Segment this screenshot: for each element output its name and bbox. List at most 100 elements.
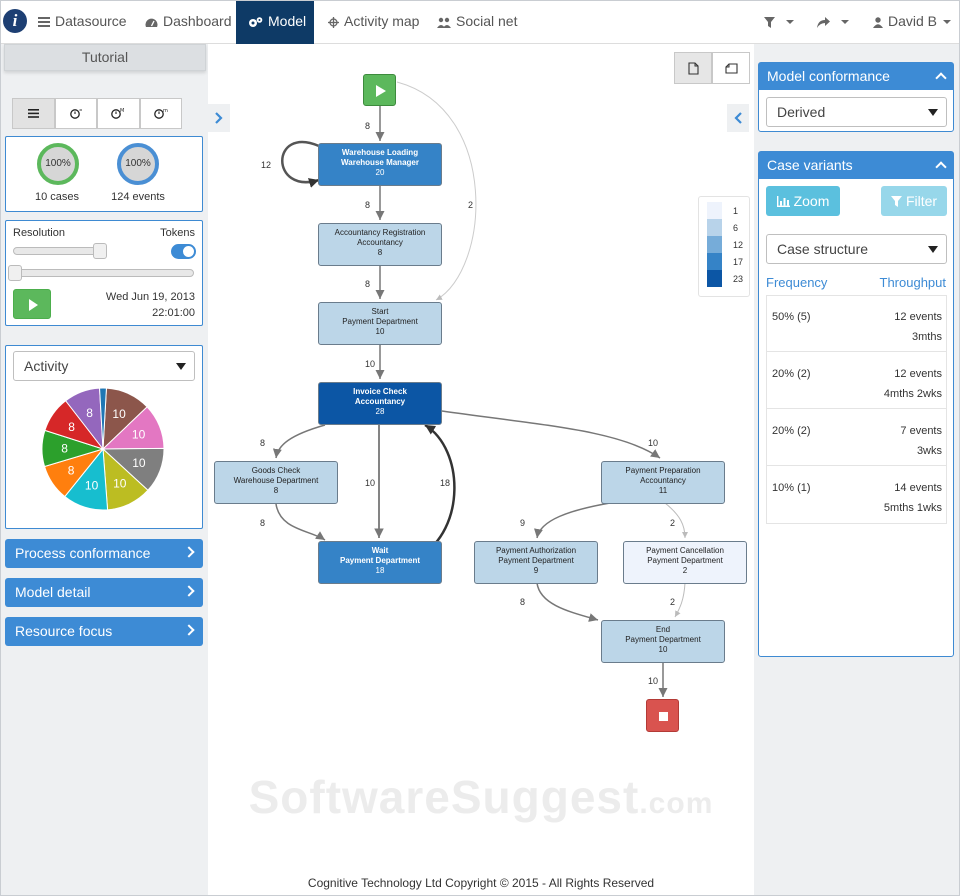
edge-label: 18 — [440, 478, 450, 488]
filter-label: Filter — [905, 193, 938, 209]
activity-select[interactable]: Activity — [13, 351, 195, 381]
case-structure-select[interactable]: Case structure — [766, 234, 947, 264]
tokens-toggle[interactable] — [171, 244, 196, 259]
filter-button[interactable]: Filter — [881, 186, 947, 216]
cases-ring: 100% — [37, 143, 79, 185]
timeline-slider-handle[interactable] — [8, 265, 22, 281]
edge-ic-pp — [441, 410, 661, 459]
play-button[interactable] — [13, 289, 51, 319]
landscape-view-button[interactable] — [712, 52, 750, 84]
variants-list — [766, 295, 947, 524]
nav-model[interactable]: Model — [236, 0, 314, 44]
node-count: 10 — [375, 327, 385, 336]
node-invoice-check[interactable]: Invoice Check Accountancy 28 — [318, 382, 442, 425]
tutorial-button[interactable]: Tutorial — [4, 44, 206, 71]
legend-label: 17 — [733, 257, 744, 267]
node-payment-authorization[interactable]: Payment Authorization Payment Department… — [474, 541, 598, 584]
info-logo-icon[interactable]: i — [3, 9, 27, 33]
filter-dropdown[interactable] — [764, 0, 794, 44]
model-conformance-header[interactable]: Model conformance — [759, 63, 953, 90]
nav-activity-map[interactable]: Activity map — [328, 0, 419, 44]
collapse-right-toggle[interactable] — [727, 104, 749, 132]
pie-label: 10 — [132, 428, 146, 442]
list-view-button[interactable] — [12, 98, 55, 129]
case-variants-header[interactable]: Case variants — [759, 152, 953, 179]
conformance-select[interactable]: Derived — [766, 97, 947, 127]
node-name: Wait — [371, 546, 389, 555]
node-goods-check[interactable]: Goods Check Warehouse Department 8 — [214, 461, 338, 504]
nav-activity-map-label: Activity map — [344, 13, 420, 29]
variant-frequency: 20% (2) — [772, 425, 811, 437]
process-end-node[interactable] — [646, 699, 679, 732]
resolution-label: Resolution — [13, 227, 65, 239]
variant-row[interactable]: 50% (5) 12 events 3mths — [767, 295, 947, 352]
page-view-button[interactable] — [674, 52, 712, 84]
chevron-down-icon — [943, 20, 952, 24]
user-menu[interactable]: David B — [873, 0, 952, 44]
nav-dashboard[interactable]: Dashboard — [145, 0, 232, 44]
dropdown-arrow-icon — [176, 363, 186, 370]
pie-slice[interactable] — [99, 387, 107, 450]
model-detail-button[interactable]: Model detail — [5, 578, 203, 607]
chevron-down-icon — [841, 20, 849, 24]
view-mode-buttons: M m — [12, 98, 182, 129]
node-start[interactable]: Start Payment Department 10 — [318, 302, 442, 345]
legend-swatch — [707, 219, 722, 236]
nav-datasource[interactable]: Datasource — [38, 0, 127, 44]
node-name: End — [655, 625, 671, 634]
list-icon — [38, 17, 50, 27]
zoom-button[interactable]: Zoom — [766, 186, 840, 216]
toggle-knob — [183, 246, 194, 257]
zoom-label: Zoom — [793, 193, 830, 209]
process-conformance-button[interactable]: Process conformance — [5, 539, 203, 568]
mean-time-button[interactable]: m — [139, 98, 182, 129]
right-sidebar: Model conformance Derived Case variants … — [754, 44, 960, 874]
dropdown-arrow-icon — [928, 109, 938, 116]
pie-label: 10 — [85, 479, 99, 493]
node-warehouse-loading[interactable]: Warehouse Loading Warehouse Manager 20 — [318, 143, 442, 186]
node-wait[interactable]: Wait Payment Department 18 — [318, 541, 442, 584]
variant-row[interactable]: 10% (1) 14 events 5mths 1wks — [767, 466, 947, 523]
pie-label: 10 — [132, 456, 146, 470]
legend-label: 12 — [733, 240, 744, 250]
frequency-header[interactable]: Frequency — [766, 275, 828, 290]
variant-frequency: 20% (2) — [772, 368, 811, 380]
node-count: 28 — [375, 407, 385, 416]
process-start-node[interactable] — [363, 74, 396, 106]
max-time-button[interactable]: M — [97, 98, 140, 129]
legend-swatch — [707, 202, 722, 219]
node-payment-cancellation[interactable]: Payment Cancellation Payment Department … — [623, 541, 747, 584]
resolution-slider-handle[interactable] — [93, 243, 107, 259]
variant-row[interactable]: 20% (2) 12 events 4mths 2wks — [767, 352, 947, 409]
node-count: 20 — [375, 168, 385, 177]
animation-panel: Resolution Tokens Wed Jun 19, 2013 22:01… — [5, 220, 203, 326]
variant-events: 12 events — [894, 311, 942, 323]
legend-swatch — [707, 236, 722, 253]
model-conformance-panel: Model conformance Derived — [758, 62, 954, 132]
node-dept: Warehouse Department — [233, 476, 319, 485]
throughput-header[interactable]: Throughput — [879, 275, 947, 290]
variant-row[interactable]: 20% (2) 7 events 3wks — [767, 409, 947, 466]
model-detail-label: Model detail — [15, 584, 91, 600]
resource-focus-button[interactable]: Resource focus — [5, 617, 203, 646]
node-end[interactable]: End Payment Department 10 — [601, 620, 725, 663]
node-payment-preparation[interactable]: Payment Preparation Accountancy 11 — [601, 461, 725, 504]
collapse-left-toggle[interactable] — [208, 104, 230, 132]
share-dropdown[interactable] — [817, 0, 849, 44]
share-icon — [817, 17, 830, 28]
case-variants-title: Case variants — [767, 157, 853, 173]
min-time-button[interactable] — [54, 98, 97, 129]
edge-label: 8 — [260, 518, 265, 528]
conformance-select-value: Derived — [777, 104, 826, 120]
nav-social-net[interactable]: Social net — [437, 0, 517, 44]
node-name: Goods Check — [251, 466, 301, 475]
node-accountancy-registration[interactable]: Accountancy Registration Accountancy 8 — [318, 223, 442, 266]
users-icon — [437, 17, 451, 28]
edge-label: 10 — [648, 438, 658, 448]
legend-label: 23 — [733, 274, 744, 284]
edge-pp-pa — [534, 502, 611, 539]
edge-play-start — [396, 81, 477, 301]
chevron-down-icon — [786, 20, 794, 24]
